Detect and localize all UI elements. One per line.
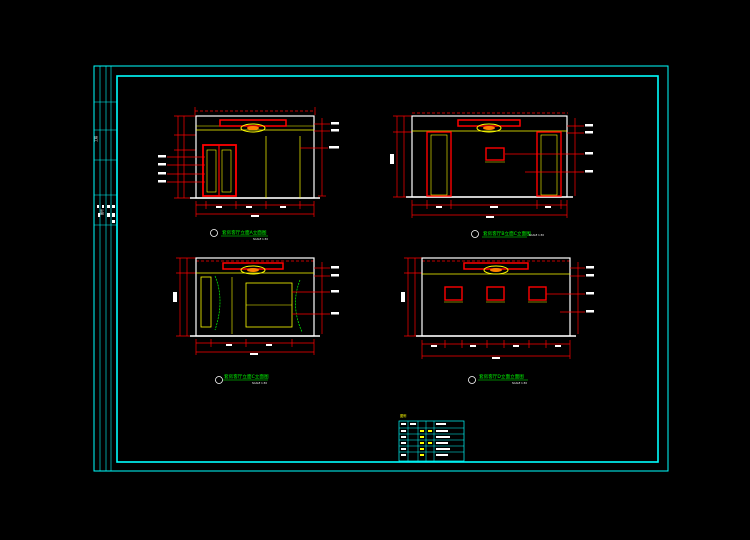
- title-strip-marks: [97, 205, 115, 223]
- legend-table: 图例: [398, 413, 465, 462]
- view-d-title: 套房客厅D立面立面图: [479, 373, 524, 380]
- elevation-d: 套房客厅D立面立面图 SCALE 1:30: [401, 257, 594, 385]
- title-block-label-b: 图号: [99, 209, 104, 215]
- elevation-a: 套房客厅立面A立面图 SCALE 1:30: [158, 107, 339, 241]
- legend-title: 图例: [400, 413, 406, 418]
- elevation-c: 套房客厅立面C立面图 SCALE 1:30: [173, 257, 339, 385]
- inner-frame: [116, 75, 659, 463]
- outer-frame: [93, 65, 669, 472]
- view-a-title: 套房客厅立面A立面图: [222, 229, 267, 236]
- view-b-scale: SCALE 1:30: [529, 233, 544, 237]
- title-strip: [94, 66, 117, 471]
- title-block-label-a: 工程: [93, 136, 98, 142]
- view-c-scale: SCALE 1:30: [252, 381, 267, 385]
- view-c-title: 套房客厅立面C立面图: [224, 373, 269, 380]
- view-d-scale: SCALE 1:30: [512, 381, 527, 385]
- elevation-b: 套房客厅B立面C立面图 SCALE 1:30: [390, 112, 593, 238]
- view-b-title: 套房客厅B立面C立面图: [483, 230, 531, 237]
- view-a-scale: SCALE 1:30: [253, 237, 268, 241]
